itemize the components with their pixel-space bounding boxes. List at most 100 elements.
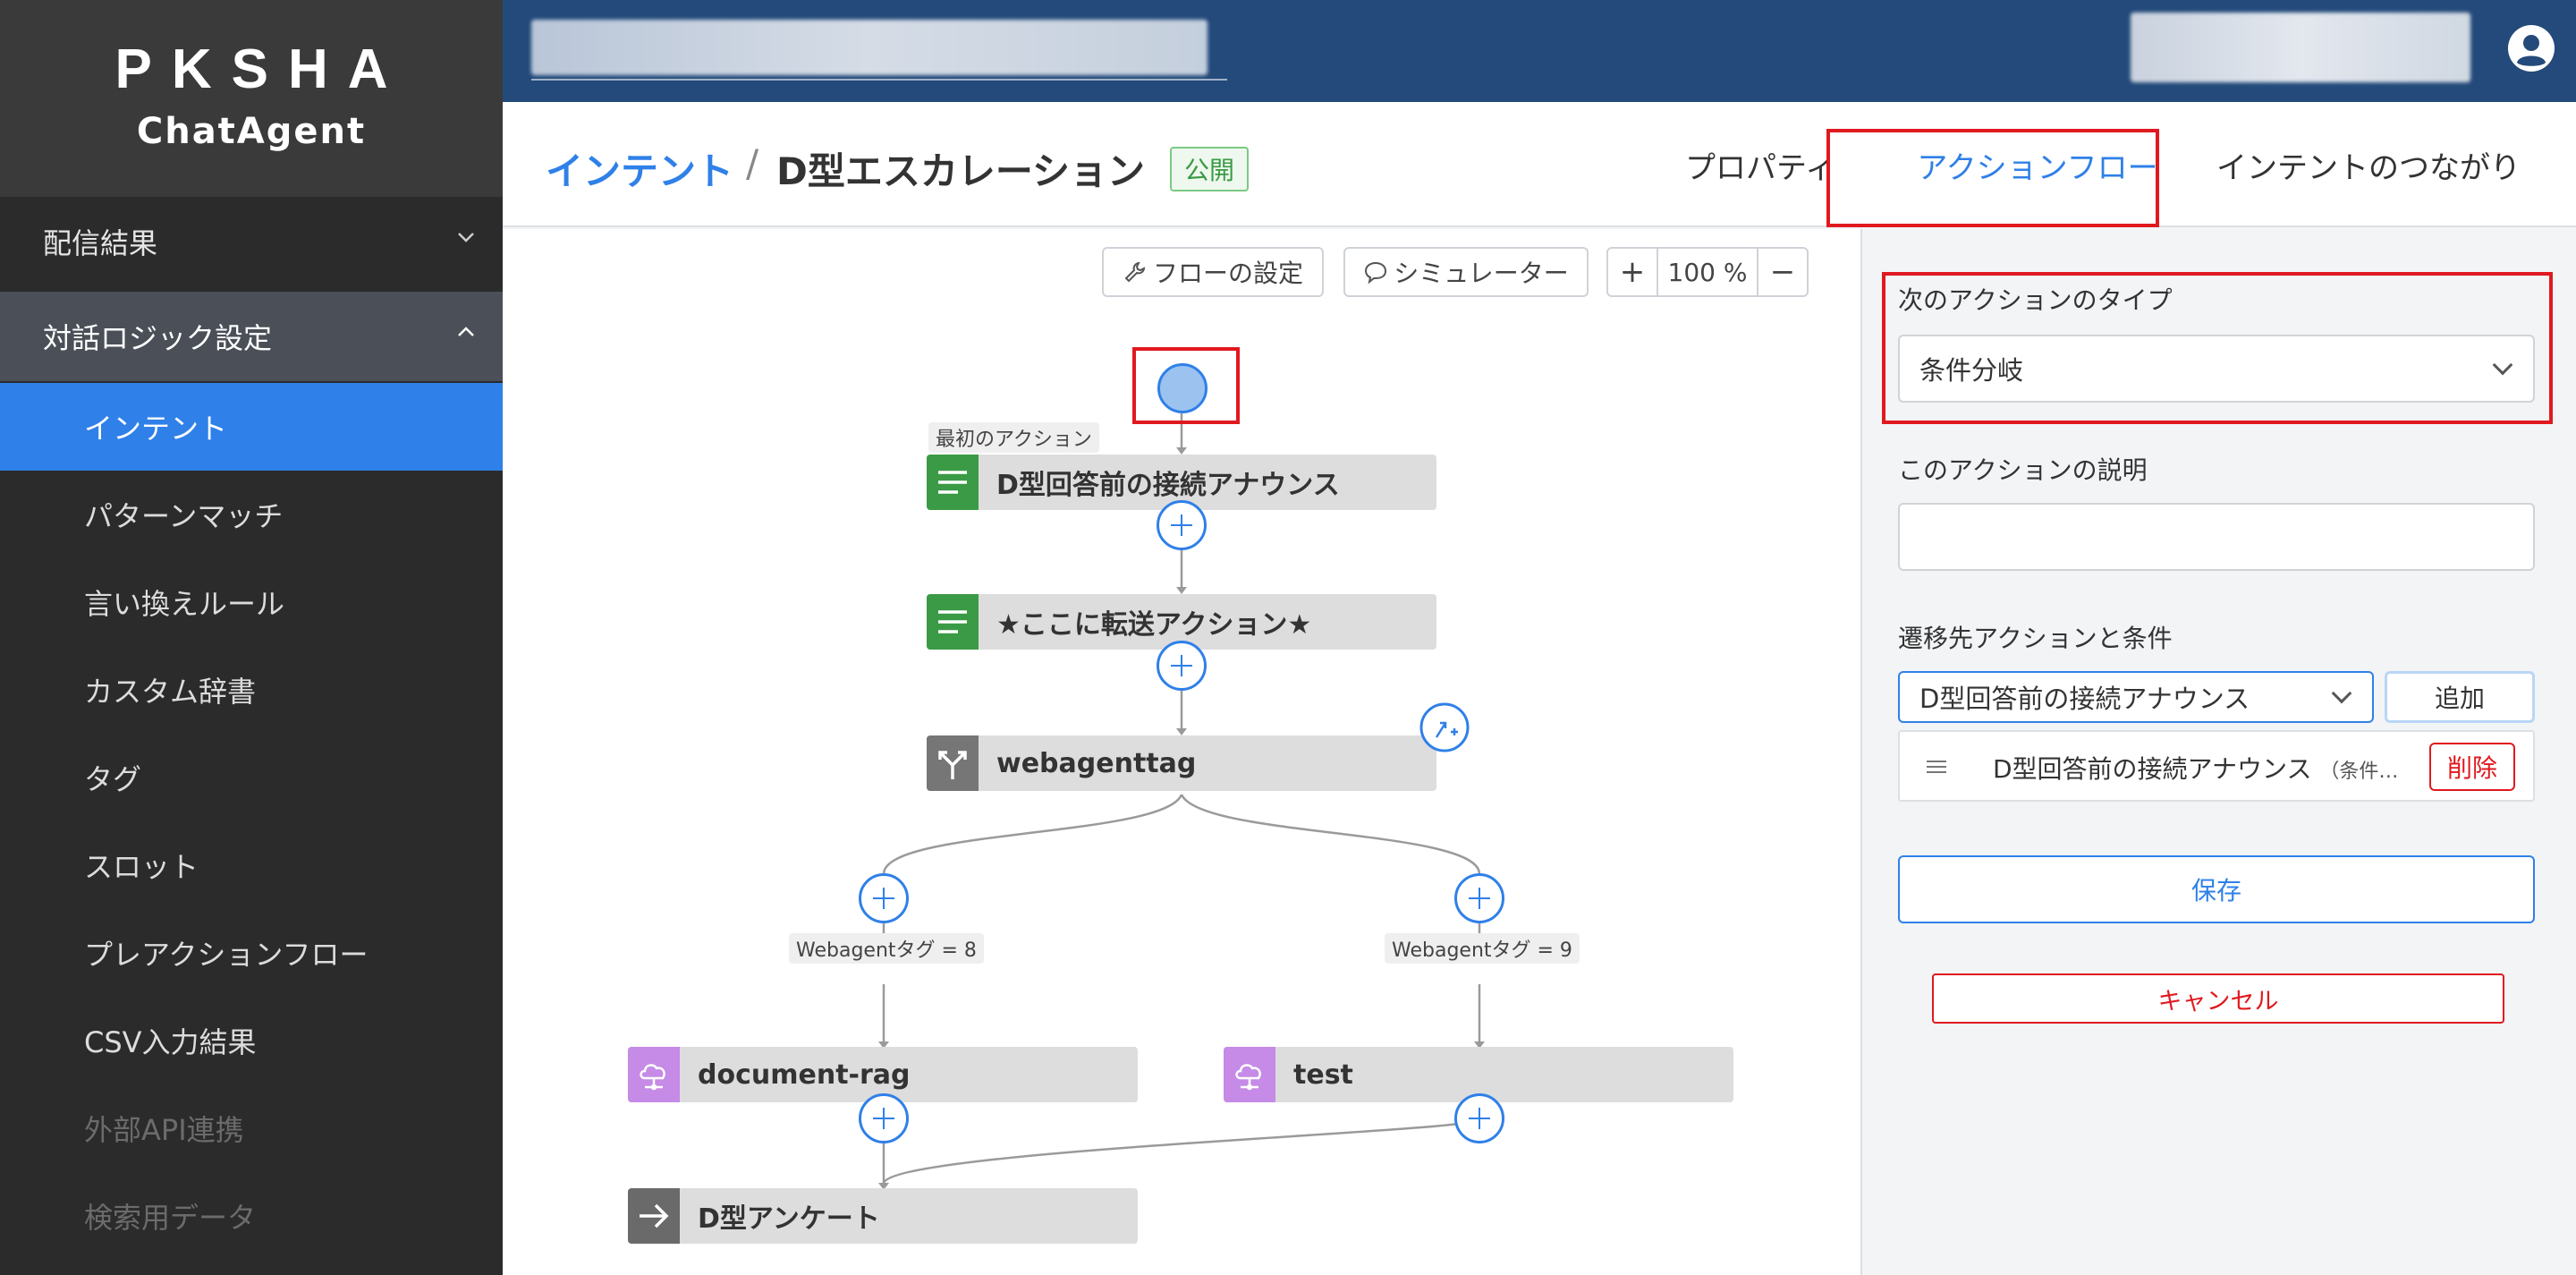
transition-target-select[interactable]: D型回答前の接続アナウンス: [1898, 671, 2374, 723]
logo-area: PKSHA ChatAgent: [0, 0, 503, 197]
sidebar-item-intent[interactable]: インテント: [0, 383, 503, 471]
add-branch-action-button[interactable]: [859, 873, 909, 923]
add-action-button[interactable]: [1157, 500, 1207, 550]
flow-node-test[interactable]: test: [1224, 1047, 1733, 1102]
zoom-in-button[interactable]: +: [1619, 254, 1646, 290]
transition-label: 遷移先アクションと条件: [1898, 624, 2173, 653]
add-branch-action-button[interactable]: [1454, 873, 1504, 923]
highlight-box-start-node: [1132, 347, 1240, 424]
flow-node-document-rag[interactable]: document-rag: [628, 1047, 1138, 1102]
tab-action-flow[interactable]: アクションフロー: [1894, 102, 2181, 227]
flow-settings-label: フローの設定: [1152, 259, 1303, 288]
sidebar-item-label: インテント: [84, 412, 228, 446]
add-action-button[interactable]: [1157, 641, 1207, 691]
sidebar-item-search-data: 検索用データ: [0, 1172, 503, 1260]
brand-logo: PKSHA: [114, 38, 408, 100]
flow-node-connect-announcement[interactable]: D型回答前の接続アナウンス: [927, 455, 1436, 510]
next-action-type-select[interactable]: 条件分岐: [1898, 335, 2535, 403]
sidebar-item-tags[interactable]: タグ: [0, 734, 503, 821]
breadcrumb-intent-link[interactable]: インテント: [546, 149, 734, 193]
zoom-level: 100 %: [1657, 249, 1758, 295]
next-action-type-label: 次のアクションのタイプ: [1898, 285, 2173, 315]
arrow-right-icon: [628, 1188, 680, 1244]
sidebar-item-pattern-match[interactable]: パターンマッチ: [0, 471, 503, 558]
cancel-button[interactable]: キャンセル: [1932, 973, 2504, 1024]
sidebar-item-custom-dictionary[interactable]: カスタム辞書: [0, 646, 503, 734]
flow-node-webagenttag[interactable]: webagenttag: [927, 735, 1436, 791]
top-header: [503, 0, 2576, 102]
branch-condition-label: Webagentタグ = 8: [789, 933, 984, 964]
sidebar-group-delivery-results[interactable]: 配信結果: [0, 197, 503, 286]
sidebar-group-label: 対話ロジック設定: [43, 321, 273, 355]
highlight-box-action-flow-tab: [1826, 129, 2159, 227]
chevron-down-icon: [458, 233, 474, 242]
flow-node-label: document-rag: [698, 1058, 911, 1091]
sidebar-item-label: 言い換えルール: [84, 587, 285, 621]
sidebar-item-paraphrase-rules[interactable]: 言い換えルール: [0, 558, 503, 646]
sidebar-item-label: カスタム辞書: [84, 675, 257, 709]
chevron-down-icon: [2331, 683, 2352, 704]
flow-node-label: webagenttag: [996, 747, 1197, 779]
message-lines-icon: [927, 594, 979, 650]
flow-node-survey[interactable]: D型アンケート: [628, 1188, 1138, 1244]
sidebar-group-dialog-logic[interactable]: 対話ロジック設定: [0, 292, 503, 381]
sidebar-group-label: 配信結果: [43, 226, 158, 260]
redacted-user-email: [2131, 13, 2470, 82]
highlight-box-next-action-type: [1882, 272, 2553, 424]
sidebar-item-label: スロット: [84, 850, 199, 884]
add-branch-icon[interactable]: [1419, 701, 1470, 753]
sidebar-item-label: 検索用データ: [84, 1201, 257, 1235]
drag-handle-icon[interactable]: [1927, 761, 1946, 773]
save-button[interactable]: 保存: [1898, 855, 2535, 923]
sidebar-item-csv-results[interactable]: CSV入力結果: [0, 997, 503, 1084]
first-action-label: 最初のアクション: [928, 422, 1099, 453]
flow-node-label: D型回答前の接続アナウンス: [996, 470, 1340, 501]
sidebar-item-slots[interactable]: スロット: [0, 821, 503, 909]
tab-label: アクションフロー: [1917, 149, 2158, 186]
cloud-icon: [628, 1047, 680, 1102]
zoom-out-button[interactable]: −: [1769, 254, 1796, 290]
page-title: D型エスカレーション: [776, 149, 1146, 193]
action-settings-panel: 次のアクションのタイプ 条件分岐 このアクションの説明 遷移先アクションと条件 …: [1860, 229, 2576, 1275]
delete-transition-button[interactable]: 削除: [2429, 743, 2515, 791]
product-name: ChatAgent: [136, 111, 367, 152]
cloud-icon: [1224, 1047, 1275, 1102]
condition-text: D型回答前の接続アナウンス （条件…: [1993, 750, 2398, 786]
add-transition-button[interactable]: 追加: [2385, 671, 2535, 723]
tab-intent-connections[interactable]: インテントのつながり: [2181, 102, 2556, 227]
user-account-icon[interactable]: [2506, 23, 2556, 73]
add-action-button[interactable]: [1454, 1093, 1504, 1143]
action-description-input[interactable]: [1898, 503, 2535, 571]
flow-start-node[interactable]: [1157, 363, 1208, 413]
transition-condition-row: D型回答前の接続アナウンス （条件… 削除: [1898, 730, 2535, 802]
select-value: D型回答前の接続アナウンス: [1919, 684, 2250, 714]
flow-node-transfer-action[interactable]: ★ここに転送アクション★: [927, 594, 1436, 650]
sidebar-item-label: CSV入力結果: [84, 1025, 257, 1059]
action-description-label: このアクションの説明: [1898, 455, 2148, 485]
sidebar-item-label: パターンマッチ: [84, 499, 284, 533]
tab-properties[interactable]: プロパティ: [1626, 102, 1894, 227]
sidebar-item-external-api: 外部API連携: [0, 1084, 503, 1172]
chevron-up-icon: [458, 327, 474, 336]
sidebar: PKSHA ChatAgent 配信結果 対話ロジック設定 インテント パターン…: [0, 0, 503, 1275]
page-title-bar: インテント / D型エスカレーション 公開 プロパティ アクションフロー インテ…: [503, 102, 2576, 227]
chat-bubble-icon: [1365, 261, 1387, 285]
flow-settings-button[interactable]: フローの設定: [1102, 247, 1324, 297]
sidebar-item-label: タグ: [84, 762, 142, 796]
simulator-button[interactable]: シミュレーター: [1343, 247, 1589, 297]
wrench-icon: [1124, 261, 1146, 283]
tab-label: インテントのつながり: [2216, 149, 2521, 186]
flow-node-label: ★ここに転送アクション★: [996, 609, 1312, 641]
flow-canvas[interactable]: フローの設定 シミュレーター + 100 % −: [503, 229, 1860, 1275]
condition-target: D型回答前の接続アナウンス: [1993, 754, 2312, 784]
branch-icon: [927, 735, 979, 791]
condition-suffix: （条件…: [2319, 761, 2399, 783]
zoom-control: + 100 % −: [1606, 247, 1809, 297]
flow-node-label: D型アンケート: [698, 1203, 880, 1235]
sidebar-item-label: 外部API連携: [84, 1113, 244, 1147]
add-action-button[interactable]: [859, 1093, 909, 1143]
redacted-underline: [531, 79, 1227, 81]
branch-condition-label: Webagentタグ = 9: [1385, 933, 1580, 964]
sidebar-item-pre-action-flow[interactable]: プレアクションフロー: [0, 909, 503, 997]
simulator-label: シミュレーター: [1394, 259, 1569, 288]
